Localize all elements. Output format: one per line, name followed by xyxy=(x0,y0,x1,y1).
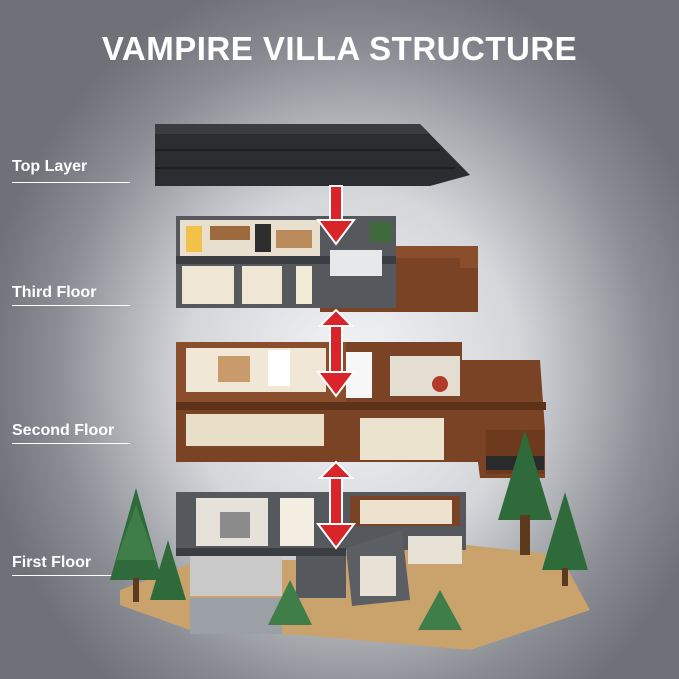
trees xyxy=(110,430,588,630)
label-underline-second-floor xyxy=(12,443,130,444)
first-floor-model xyxy=(120,492,590,650)
roof-layer xyxy=(155,124,470,186)
arrow-third-to-second xyxy=(316,308,356,398)
label-second-floor: Second Floor xyxy=(12,422,115,439)
third-floor-model xyxy=(176,216,478,312)
second-floor-model xyxy=(176,342,546,478)
label-underline-first-floor xyxy=(12,575,130,576)
label-top-layer: Top Layer xyxy=(12,158,88,175)
label-third-floor: Third Floor xyxy=(12,284,97,301)
label-underline-top-layer xyxy=(12,182,130,183)
label-underline-third-floor xyxy=(12,305,130,306)
page-title: VAMPIRE VILLA STRUCTURE xyxy=(101,30,578,67)
assembly-arrows xyxy=(316,185,356,550)
label-first-floor: First Floor xyxy=(12,554,92,571)
arrow-second-to-first xyxy=(316,460,356,550)
arrow-roof-to-third xyxy=(316,185,356,246)
